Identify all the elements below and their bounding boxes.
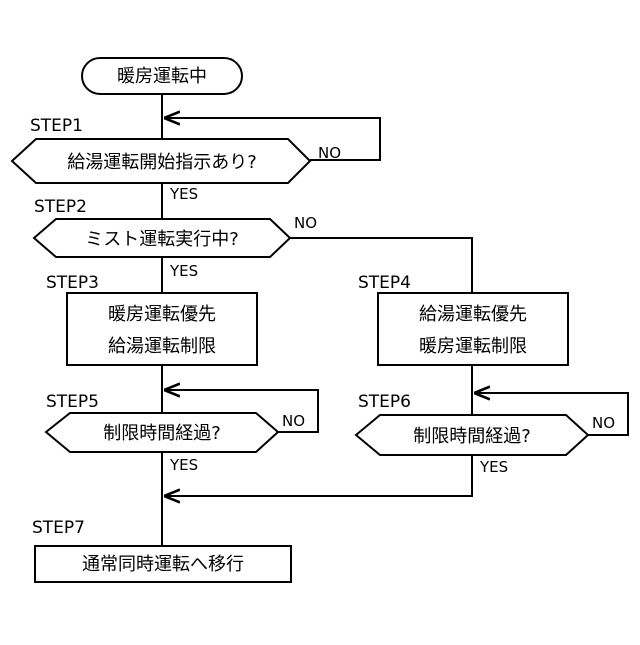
process-p4-line2: 暖房運転制限 — [419, 336, 527, 357]
branch-q6-no: NO — [592, 414, 615, 432]
process-p3-line2: 給湯運転制限 — [108, 336, 216, 357]
branch-q1-no: NO — [318, 144, 341, 162]
step-label-3: STEP3 — [46, 273, 99, 293]
process-p4-line1: 給湯運転優先 — [419, 304, 527, 325]
start-label: 暖房運転中 — [117, 66, 207, 87]
branch-q6-yes: YES — [479, 458, 508, 476]
decision-q2-label: ミスト運転実行中? — [85, 229, 239, 250]
decision-q5-label: 制限時間経過? — [103, 423, 221, 444]
step-label-7: STEP7 — [32, 518, 85, 538]
decision-q6-label: 制限時間経過? — [413, 426, 531, 447]
process-p7-label: 通常同時運転へ移行 — [82, 554, 244, 575]
step-label-5: STEP5 — [46, 392, 99, 412]
step-label-4: STEP4 — [358, 273, 411, 293]
process-p3-line1: 暖房運転優先 — [108, 304, 216, 325]
branch-q2-no: NO — [294, 214, 317, 232]
branch-q2-yes: YES — [169, 262, 198, 280]
step-label-1: STEP1 — [30, 116, 83, 136]
step-label-2: STEP2 — [34, 197, 87, 217]
step-label-6: STEP6 — [358, 392, 411, 412]
branch-q5-yes: YES — [169, 456, 198, 474]
decision-q1-label: 給湯運転開始指示あり? — [67, 152, 257, 173]
branch-q1-yes: YES — [169, 185, 198, 203]
branch-q5-no: NO — [282, 412, 305, 430]
connector-q6-merge — [164, 455, 472, 496]
